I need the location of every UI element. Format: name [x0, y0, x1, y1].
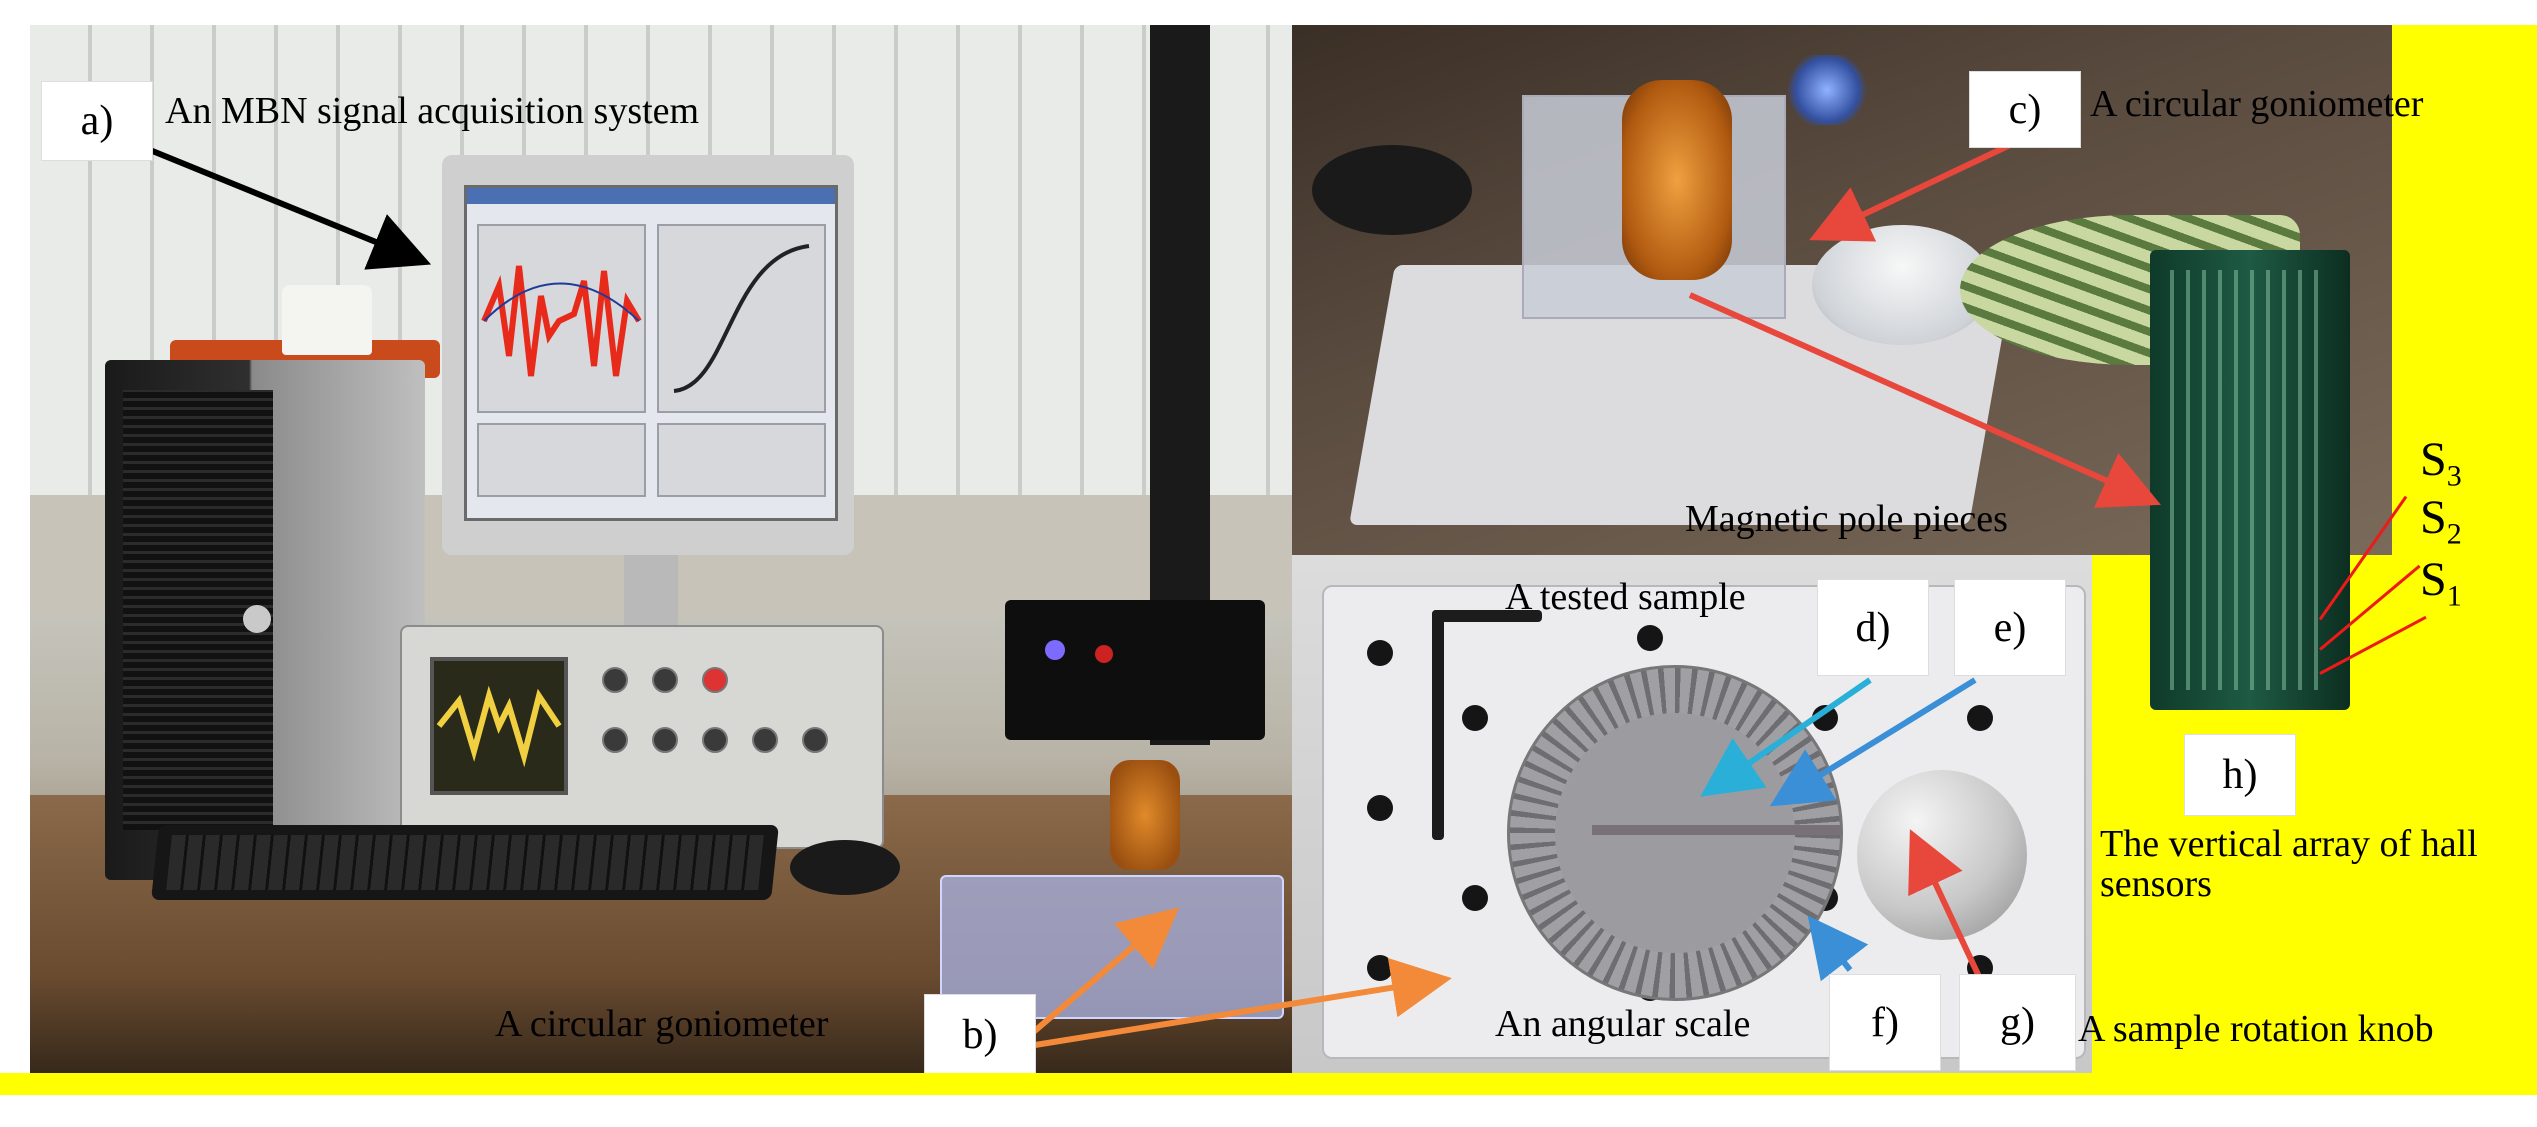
oscilloscope — [400, 625, 884, 849]
tested-sample-strip — [1592, 825, 1842, 835]
oscilloscope-display — [430, 657, 568, 795]
monitor — [442, 155, 854, 625]
screw-hole — [1367, 795, 1393, 821]
label-g: g) — [1960, 975, 2075, 1070]
screw-hole — [1462, 705, 1488, 731]
screw-hole — [1967, 705, 1993, 731]
label-d: d) — [1818, 580, 1928, 675]
screw-hole — [1812, 705, 1838, 731]
yellow-background-top — [2392, 25, 2537, 555]
caption-angular-scale: An angular scale — [1495, 1003, 1751, 1045]
oscilloscope-trace — [436, 685, 562, 768]
hex-key-arm — [1432, 610, 1542, 622]
sensor-label-s3: S3 — [2420, 432, 2462, 494]
screw-hole — [1462, 885, 1488, 911]
scope-knob — [602, 727, 628, 753]
power-button — [243, 605, 271, 633]
pc-tower — [105, 360, 425, 880]
rotation-knob — [1857, 770, 2027, 940]
caption-tested-sample: A tested sample — [1505, 576, 1746, 618]
power-supply-box — [1005, 600, 1265, 740]
keyboard — [151, 825, 779, 900]
bottom-plot-left — [477, 423, 646, 497]
excitation-coil — [1622, 80, 1732, 280]
sensor-index: 1 — [2446, 579, 2462, 613]
mbn-signal-graphic — [481, 265, 642, 377]
hysteresis-curve — [673, 244, 810, 393]
screw-hole — [1367, 955, 1393, 981]
red-light — [1095, 645, 1113, 663]
scope-knob — [652, 727, 678, 753]
monitor-stand — [624, 555, 678, 625]
computer-mouse — [790, 840, 900, 895]
hysteresis-plot — [657, 224, 826, 413]
label-c: c) — [1970, 72, 2080, 147]
label-b: b) — [925, 995, 1035, 1075]
white-container — [282, 285, 372, 355]
pcb-traces — [2170, 270, 2330, 690]
label-a: a) — [42, 82, 152, 160]
hex-key — [1432, 610, 1444, 840]
label-e: e) — [1955, 580, 2065, 675]
scope-knob — [702, 727, 728, 753]
caption-rotation-knob: A sample rotation knob — [2078, 1008, 2434, 1050]
caption-mbn-system: An MBN signal acquisition system — [165, 90, 700, 132]
caption-magnetic-pole-pieces: Magnetic pole pieces — [1685, 498, 2008, 540]
screw-hole — [1637, 625, 1663, 651]
caption-circular-goniometer-c: A circular goniometer — [2090, 83, 2424, 125]
screw-hole — [1367, 640, 1393, 666]
hall-sensor-board — [2150, 250, 2350, 710]
label-f: f) — [1830, 975, 1940, 1070]
window-title-bar — [467, 188, 835, 204]
scope-knob — [752, 727, 778, 753]
caption-circular-goniometer-b: A circular goniometer — [495, 1003, 829, 1045]
indicator-light — [1045, 640, 1065, 660]
sensor-letter: S — [2420, 433, 2447, 486]
sensor-letter: S — [2420, 553, 2447, 606]
bottom-plot-right — [657, 423, 826, 497]
signal-plot — [477, 224, 646, 413]
blue-light — [1782, 55, 1872, 125]
caption-hall-sensors: The vertical array of hall sensors — [2100, 823, 2478, 905]
keyboard-keys — [166, 835, 764, 890]
mouse-background — [1312, 145, 1472, 235]
sensor-index: 3 — [2446, 459, 2462, 493]
monitor-screen — [464, 185, 838, 521]
coil — [1110, 760, 1180, 870]
sensor-label-s1: S1 — [2420, 552, 2462, 614]
scope-knob — [802, 727, 828, 753]
scope-knob — [652, 667, 678, 693]
scope-knob — [702, 667, 728, 693]
sensor-letter: S — [2420, 491, 2447, 544]
sensor-label-s2: S2 — [2420, 490, 2462, 552]
photo-lab-setup — [30, 25, 1292, 1073]
sensor-index: 2 — [2446, 517, 2462, 551]
scope-knob — [602, 667, 628, 693]
yellow-frame-bottom — [0, 1073, 2537, 1095]
label-h: h) — [2185, 735, 2295, 815]
